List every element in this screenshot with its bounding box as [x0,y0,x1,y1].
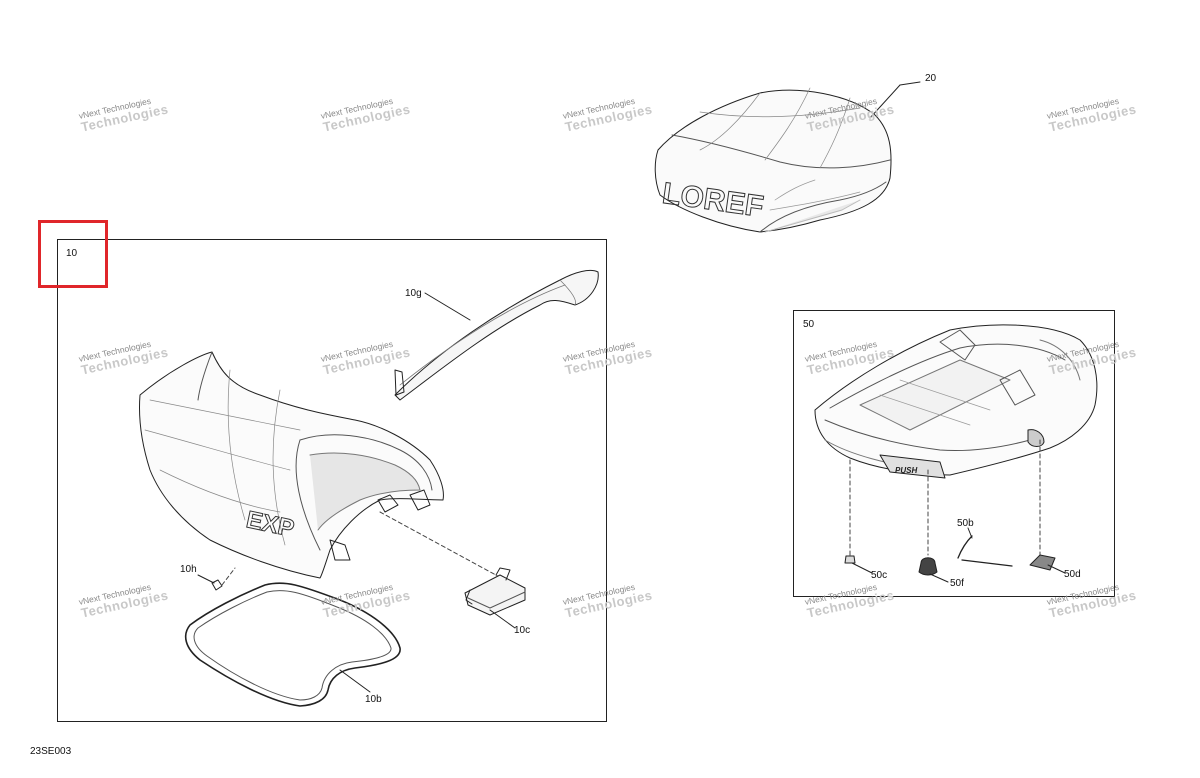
callout-50c: 50c [871,570,888,581]
tray-decal: PUSH [895,466,917,475]
callout-10h: 10h [180,564,197,575]
bracket-10c-drawing [464,567,526,629]
gasket-10b-drawing [184,582,401,707]
callout-50b: 50b [957,518,974,529]
callout-20: 20 [925,73,937,84]
item-10-highlight [38,220,108,288]
figure-id: 23SE003 [30,746,72,757]
callout-10b: 10b [365,694,382,705]
clip-10h-drawing [197,567,236,591]
hardware-50-drawing [844,527,1066,583]
callout-10g: 10g [405,288,422,299]
assembly-10-frame [57,239,607,722]
callout-50d: 50d [1064,569,1081,580]
strap-10g-drawing [394,269,599,401]
assembly-50-frame [793,310,1115,597]
callout-10c: 10c [514,625,531,636]
callout-10: 10 [66,248,78,259]
callout-50: 50 [803,319,815,330]
tray-50-drawing [814,324,1098,556]
callout-50f: 50f [950,578,964,589]
seat-10-drawing [139,351,506,581]
seat-cover-20-drawing [654,81,921,233]
